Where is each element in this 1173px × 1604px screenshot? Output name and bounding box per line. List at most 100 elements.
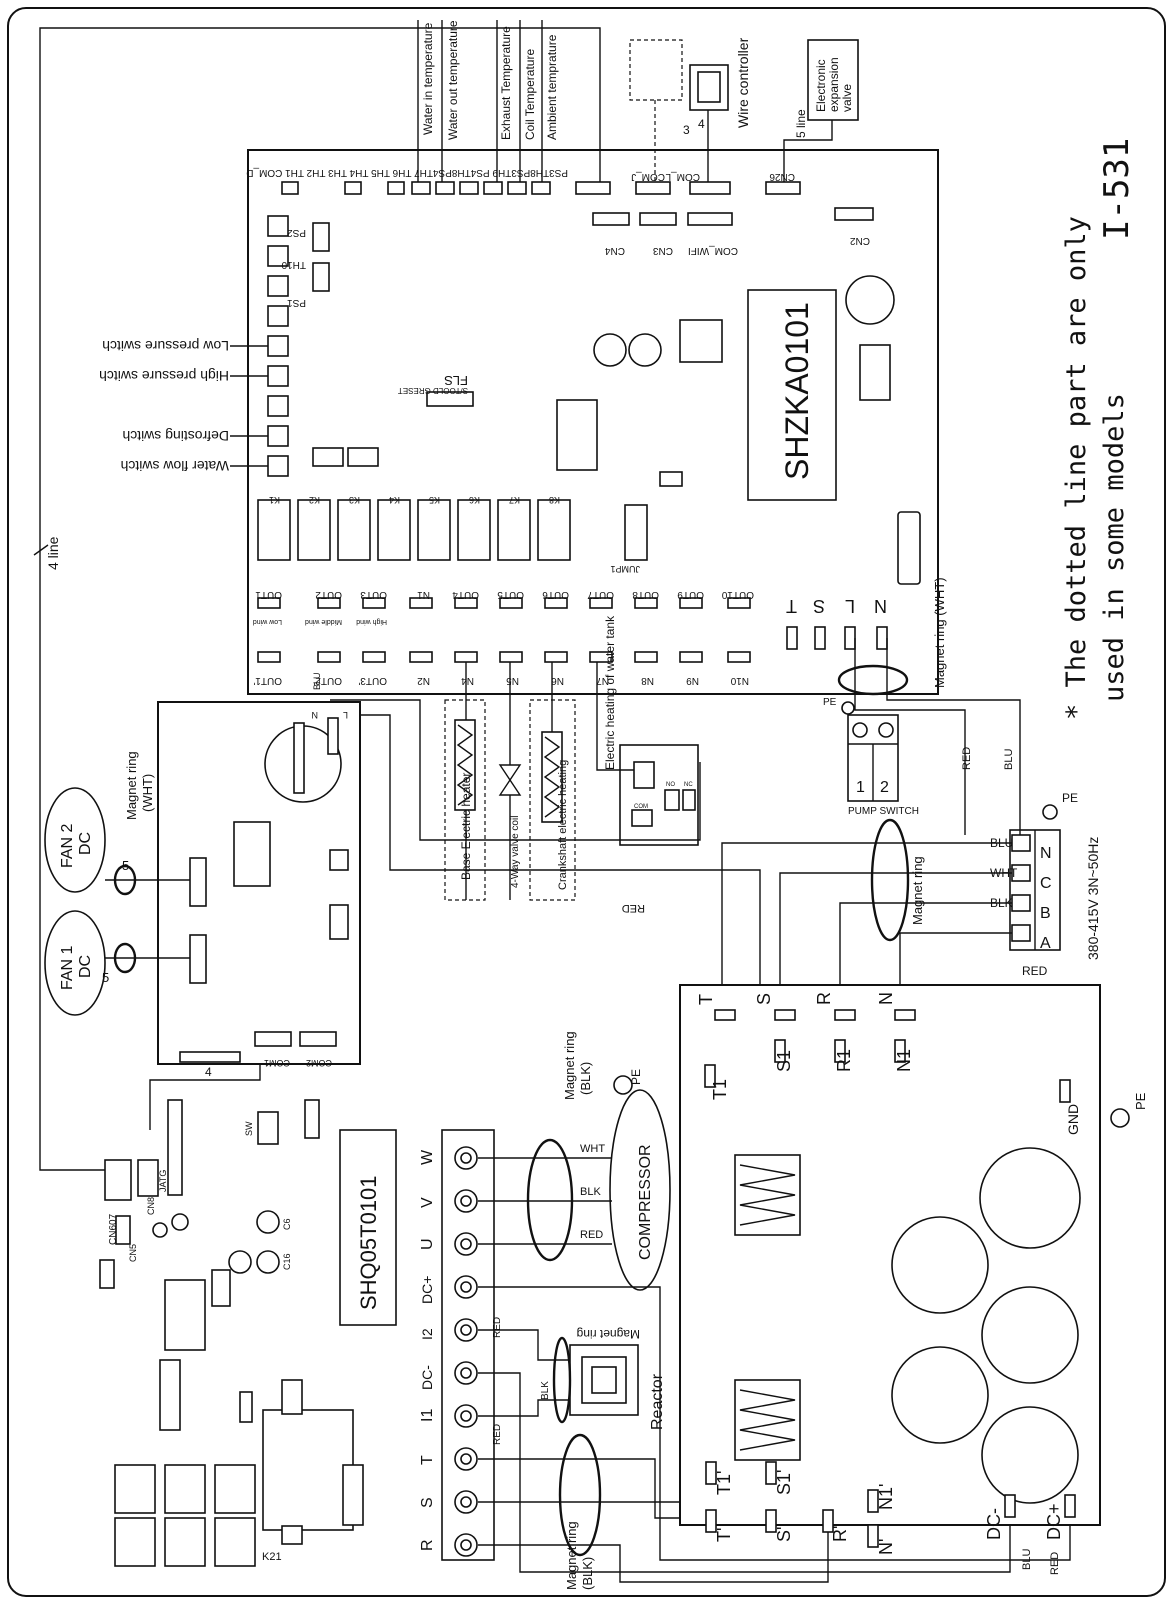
term-t: T <box>419 1455 436 1465</box>
power-magnet-ring <box>870 818 910 942</box>
input-magnet-sub: (BLK) <box>580 1557 595 1590</box>
board-model-box <box>747 289 837 501</box>
drive-cn607: CN607 <box>108 1213 119 1245</box>
drive-k21: K21 <box>262 1551 282 1563</box>
drive-u8 <box>164 1279 206 1351</box>
wire-red-main: RED <box>961 747 973 770</box>
n8: N8 <box>641 675 654 686</box>
sensor-water-out: Water out temperature <box>446 20 460 140</box>
out2b: OUT2' <box>313 675 342 686</box>
capacitor-a <box>593 333 627 367</box>
relay-k4: K4 <box>389 495 400 505</box>
relay-k6: K6 <box>469 495 480 505</box>
comp-magnet-label: Magnet ring <box>562 1031 577 1100</box>
ps2-label: PS2 <box>287 227 306 238</box>
fls-label: FLS <box>444 373 468 388</box>
compressor <box>609 1089 671 1291</box>
relay-k5: K5 <box>429 495 440 505</box>
cn61-connector <box>304 1099 320 1139</box>
power-pe: PE <box>1062 791 1078 805</box>
wire-count-3: 3 <box>683 123 690 137</box>
jatg-connector <box>167 1099 183 1196</box>
eev-line-count: 5 line <box>794 109 808 138</box>
eev-line-3: valve <box>840 84 854 112</box>
n6: N6 <box>551 675 564 686</box>
power-term-c: C <box>1040 875 1052 892</box>
power-wire-red: RED <box>1022 964 1048 978</box>
cap-c20 <box>256 1210 280 1234</box>
reactor-magnet-ring <box>552 1336 572 1424</box>
switch-high-pressure: High pressure switch <box>99 368 229 384</box>
load-tank: Electric heating of water tank <box>603 615 617 770</box>
drive-c20: C6 <box>282 1218 292 1230</box>
comp-magnet-sub: (BLK) <box>578 1062 593 1095</box>
switch-water-flow: Water flow switch <box>121 458 229 474</box>
wire-red-fan: RED <box>622 902 645 914</box>
cap-c5 <box>152 1222 168 1238</box>
filter-t1p: T1' <box>714 1471 734 1495</box>
load-base-heater-frame <box>444 699 486 901</box>
fan-magnet-label: Magnet ring <box>124 751 139 820</box>
filter-ground-icon <box>1110 1108 1130 1128</box>
power-supply: 380-415V 3N~50Hz <box>1085 837 1101 960</box>
drive-block-7 <box>214 1464 256 1514</box>
drive-jatg: JATG <box>158 1170 168 1192</box>
tank-coil-terminal <box>633 761 655 789</box>
out4: OUT4 <box>452 589 479 600</box>
conn-cn2: CN2 <box>850 235 870 246</box>
filter-np: N' <box>876 1539 896 1555</box>
cn4-connector <box>592 212 630 226</box>
n5: N5 <box>506 675 519 686</box>
cn607-connector <box>104 1159 132 1201</box>
out5: OUT5 <box>497 589 524 600</box>
board-model: SHZKA0101 <box>779 302 815 480</box>
out-terminals <box>257 597 751 663</box>
pe-screw-b <box>878 722 894 738</box>
out3: OUT3 <box>360 589 387 600</box>
fan2-magnet-ring <box>113 864 137 896</box>
mini-low-wind: Low wind <box>253 618 282 625</box>
large-ic <box>556 399 598 471</box>
filter-gnd: GND <box>1065 1104 1081 1135</box>
filter-r1: R1 <box>834 1049 854 1072</box>
fan2-motor <box>44 787 106 893</box>
drive-block-3 <box>114 1464 156 1514</box>
load-base-heater: Base Electric heater <box>459 773 473 880</box>
conn-com-l: COM_L <box>665 171 700 182</box>
pe-screw-a <box>852 722 868 738</box>
pump-term-2: 2 <box>880 779 889 796</box>
sensor-water-in: Water in temperature <box>421 22 435 135</box>
filter-inductor-1 <box>734 1154 801 1236</box>
sensor-wires <box>417 20 543 182</box>
filter-top-terminals <box>704 1009 1071 1103</box>
power-term-n: N <box>1040 845 1052 862</box>
fan-board-connector-n <box>327 717 339 755</box>
conn-cn26: CN26 <box>769 171 795 182</box>
drive-block-2 <box>239 1391 253 1423</box>
ps1-label: PS1 <box>287 297 306 308</box>
dip-switch-2 <box>347 447 379 467</box>
fan-drive-wire-count: 4 <box>205 1065 212 1079</box>
term-w: W <box>419 1149 436 1165</box>
out6: OUT6 <box>542 589 569 600</box>
eev-box <box>807 39 859 121</box>
fan1-label: FAN 1 <box>59 945 76 990</box>
filter-inductor-2 <box>734 1379 801 1461</box>
eev-line-2: expansion <box>827 57 841 112</box>
n9: N9 <box>686 675 699 686</box>
input-magnet-ring <box>558 1433 602 1557</box>
wire-controller-screen <box>697 71 721 103</box>
fan1-wire-count: 5 <box>102 970 109 985</box>
fan2-dc: DC <box>77 832 94 855</box>
term-i1: I1 <box>419 1409 436 1422</box>
compressor-pe: PE <box>629 1069 643 1085</box>
conn-cn3: CN3 <box>653 245 673 256</box>
filter-tp: T' <box>714 1528 734 1542</box>
power-pe-screw <box>1042 804 1058 820</box>
drive-model-box <box>339 1129 397 1326</box>
fan1-magnet-ring <box>113 942 137 974</box>
conn-com-j: COM_J <box>631 171 665 182</box>
switch-defrosting: Defrosting switch <box>122 428 229 444</box>
fls-connector <box>426 391 474 407</box>
filter-t1: T1 <box>710 1079 730 1100</box>
